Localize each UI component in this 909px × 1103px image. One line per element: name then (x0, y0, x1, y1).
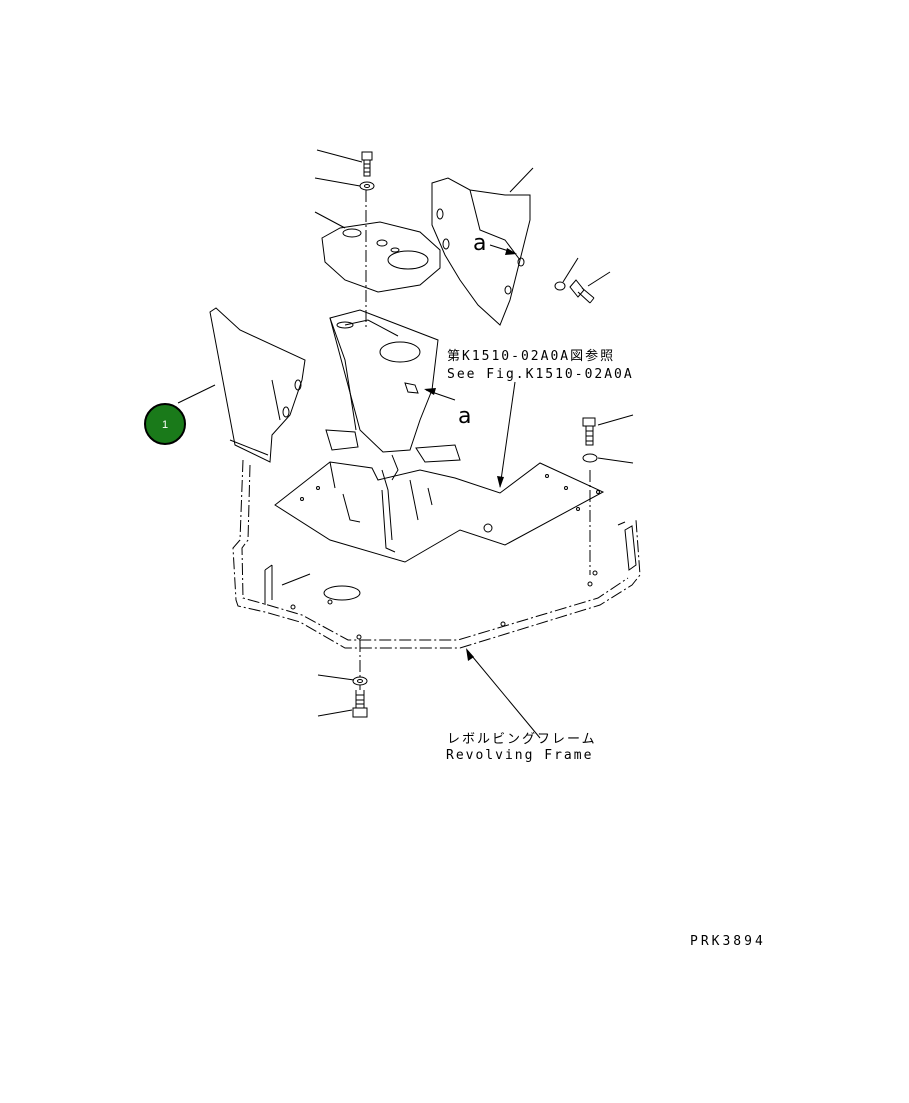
floor-plate (274, 461, 605, 576)
drawing-id: PRK3894 (690, 934, 766, 949)
bolt-top (361, 151, 373, 177)
leader-arrowheads (424, 248, 517, 661)
leader-lines (177, 149, 634, 739)
control-column (325, 309, 461, 541)
frame-label-jp: レボルビングフレーム (447, 732, 597, 747)
washer-right-upper (554, 281, 566, 291)
washer-bottom (352, 676, 368, 686)
callout-number[interactable]: 1 (162, 419, 168, 431)
detail-mark-upper: a (473, 231, 486, 256)
top-cover (321, 190, 591, 690)
callout-circle[interactable] (144, 403, 186, 445)
bolt-bottom (352, 690, 368, 718)
washer-right-mid (582, 453, 598, 463)
frame-label-en: Revolving Frame (446, 748, 593, 763)
reference-label-en: See Fig.K1510-02A0A (447, 367, 634, 382)
detail-mark-lower: a (458, 404, 471, 429)
bolt-right-upper (569, 279, 595, 304)
washer-top (359, 181, 375, 191)
left-cover (209, 307, 306, 463)
revolving-frame (232, 459, 641, 649)
reference-label-jp: 第K1510-02A0A図参照 (447, 348, 615, 364)
right-cover (431, 177, 531, 326)
bolt-right-mid (582, 417, 596, 446)
callout-badge-1[interactable]: 1 (144, 403, 186, 445)
